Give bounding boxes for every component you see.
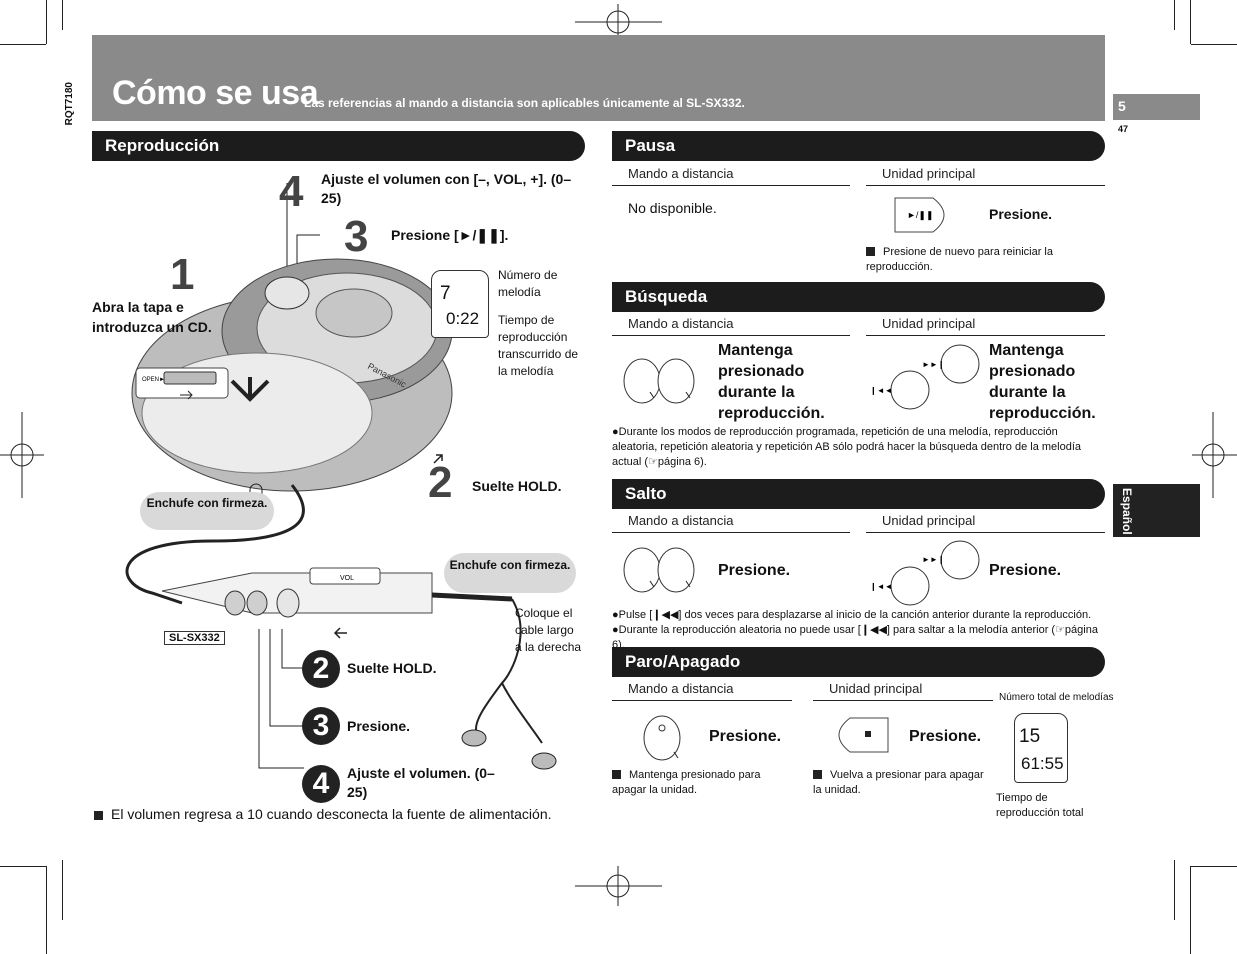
document-code: RQT7180 xyxy=(64,82,75,126)
paro-main-note: Vuelva a presionar para apagar la unidad… xyxy=(813,768,993,798)
salto-col-remote: Mando a distancia xyxy=(628,513,734,528)
total-time-label: Tiempo de reproducción total xyxy=(996,792,1084,819)
rule xyxy=(866,335,1105,336)
display-total-time: 61:55 xyxy=(1021,754,1064,773)
svg-text:►►❙: ►►❙ xyxy=(922,360,945,369)
section-heading: Paro/Apagado xyxy=(625,652,741,671)
language-tab xyxy=(1113,484,1200,537)
section-heading: Pausa xyxy=(625,136,676,155)
remote-step3-text: Presione. xyxy=(347,718,411,734)
step-number-4: 4 xyxy=(279,167,304,216)
pausa-note: Presione de nuevo para reiniciar la repr… xyxy=(866,245,1091,275)
section-bar-reproduccion: Reproducción xyxy=(92,131,585,161)
rule xyxy=(612,185,850,186)
svg-text:❙◄◄: ❙◄◄ xyxy=(870,582,893,591)
step3-text: Presione [►/❚❚]. xyxy=(391,227,509,243)
rule xyxy=(612,335,850,336)
remote-skip-buttons-icon xyxy=(623,358,695,404)
total-display: 15 61:55 xyxy=(1014,713,1068,783)
cd-player-illustration: Panasonic OPEN► VOL xyxy=(125,183,557,770)
rule xyxy=(612,700,792,701)
display-track-number: 7 xyxy=(440,283,451,304)
pausa-note-text: Presione de nuevo para reiniciar la repr… xyxy=(866,246,1053,273)
total-tracks-label: Número total de melodías xyxy=(999,692,1114,703)
section-heading: Salto xyxy=(625,484,667,503)
step-number-2: 2 xyxy=(428,458,453,507)
remote-vol-label: VOL xyxy=(340,575,354,582)
pausa-col-remote: Mando a distancia xyxy=(628,166,734,181)
language-label: Español xyxy=(1120,488,1134,535)
label-track-number: Número de melodía xyxy=(498,268,558,299)
rule xyxy=(866,185,1105,186)
rule xyxy=(612,532,850,533)
section-bar-busqueda: Búsqueda xyxy=(612,282,1105,312)
remote-skip-buttons-icon xyxy=(623,547,695,593)
pausa-main-text: Presione. xyxy=(989,206,1053,222)
svg-text:►►❙: ►►❙ xyxy=(922,555,945,564)
rule xyxy=(866,532,1105,533)
salto-remote-text: Presione. xyxy=(718,562,791,579)
header-banner xyxy=(92,35,1105,121)
player-display: 7 0:22 xyxy=(431,270,489,338)
cable-note: Coloque el cable largo a la derecha xyxy=(515,606,582,654)
page-subtitle: Las referencias al mando a distancia son… xyxy=(304,96,745,110)
main-stop-button-icon xyxy=(838,717,889,753)
remote-step-number-2: 2 xyxy=(302,650,340,688)
remote-stop-button-icon xyxy=(643,715,681,761)
paro-main-text: Presione. xyxy=(909,728,982,745)
pausa-remote-text: No disponible. xyxy=(628,200,717,216)
busqueda-remote-text: Mantenga presionado durante la reproducc… xyxy=(718,342,825,422)
section-heading: Búsqueda xyxy=(625,287,708,306)
remote-step-number-4: 4 xyxy=(302,765,340,803)
volume-footnote: El volumen regresa a 10 cuando desconect… xyxy=(94,806,552,822)
open-label: OPEN► xyxy=(142,377,165,383)
page-title: Cómo se usa xyxy=(112,74,319,112)
pausa-col-main: Unidad principal xyxy=(882,166,976,181)
svg-text:►/❚❚: ►/❚❚ xyxy=(907,210,934,221)
svg-text:❙◄◄: ❙◄◄ xyxy=(870,386,893,395)
salto-note-1: ●Pulse [❙◀◀] dos veces para desplazarse … xyxy=(612,609,1092,621)
salto-col-main: Unidad principal xyxy=(882,513,976,528)
step1-text: Abra la tapa e introduzca un CD. xyxy=(92,299,212,335)
play-pause-button-icon: ►/❚❚ xyxy=(894,197,945,233)
paro-remote-note: Mantenga presionado para apagar la unida… xyxy=(612,768,787,798)
paro-col-main: Unidad principal xyxy=(829,681,923,696)
busqueda-note: ●Durante los modos de reproducción progr… xyxy=(612,426,1082,468)
model-label: SL-SX332 xyxy=(164,631,225,645)
step4-text: Ajuste el volumen con [–, VOL, +]. (0–25… xyxy=(321,171,572,206)
label-elapsed-time: Tiempo de reproducción transcurrido de l… xyxy=(498,313,579,378)
plug-note-remote: Enchufe con firmeza. xyxy=(444,553,576,593)
main-skip-buttons-icon: ►►❙ ❙◄◄ xyxy=(870,540,980,606)
paro-remote-note-text: Mantenga presionado para apagar la unida… xyxy=(612,769,761,796)
display-total-tracks: 15 xyxy=(1019,726,1041,747)
page-number: 5 xyxy=(1118,98,1126,114)
section-bar-pausa: Pausa xyxy=(612,131,1105,161)
busqueda-col-main: Unidad principal xyxy=(882,316,976,331)
paro-main-note-text: Vuelva a presionar para apagar la unidad… xyxy=(813,769,984,796)
salto-main-text: Presione. xyxy=(989,562,1062,579)
page-tab xyxy=(1113,94,1200,120)
busqueda-main-text: Mantenga presionado durante la reproducc… xyxy=(989,342,1096,422)
section-heading: Reproducción xyxy=(105,136,220,155)
section-bar-salto: Salto xyxy=(612,479,1105,509)
step-number-3: 3 xyxy=(344,212,369,261)
step-number-1: 1 xyxy=(170,250,195,299)
paro-col-remote: Mando a distancia xyxy=(628,681,734,696)
step2-text: Suelte HOLD. xyxy=(472,478,562,494)
volume-footnote-text: El volumen regresa a 10 cuando desconect… xyxy=(111,806,552,822)
section-bar-paro: Paro/Apagado xyxy=(612,647,1105,677)
main-skip-buttons-icon: ►►❙ ❙◄◄ xyxy=(870,344,980,410)
rule xyxy=(813,700,993,701)
busqueda-col-remote: Mando a distancia xyxy=(628,316,734,331)
remote-step-number-3: 3 xyxy=(302,707,340,745)
remote-step2-text: Suelte HOLD. xyxy=(347,660,437,676)
paro-remote-text: Presione. xyxy=(709,728,782,745)
plug-note-player: Enchufe con firmeza. xyxy=(140,492,274,530)
page-sub-number: 47 xyxy=(1118,124,1129,134)
remote-step4-text: Ajuste el volumen. (0–25) xyxy=(347,765,495,800)
display-elapsed-time: 0:22 xyxy=(446,309,480,328)
